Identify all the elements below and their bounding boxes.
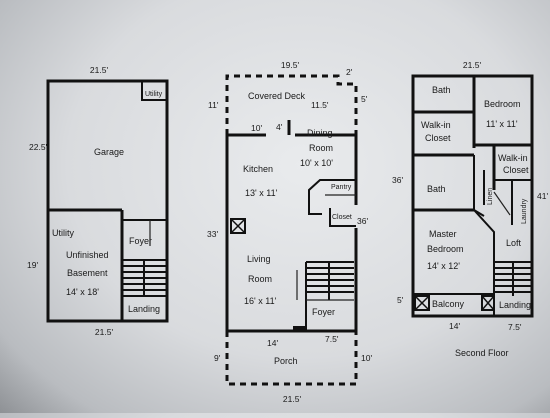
- room-living-size: 16' x 11': [244, 296, 277, 306]
- room-loft: Loft: [506, 238, 522, 248]
- dim-balcony-left: 5': [397, 295, 404, 305]
- dim-left: 36': [392, 175, 403, 185]
- room-master: Master: [429, 229, 457, 239]
- closet-wall: [329, 208, 356, 227]
- room-kitchen: Kitchen: [243, 164, 273, 174]
- room-dining: Dining: [307, 128, 333, 138]
- floor-caption: Second Floor: [455, 348, 509, 358]
- room-kitchen-size: 13' x 11': [245, 188, 278, 198]
- room-laundry: Laundry: [521, 198, 528, 224]
- bath-right-wall: [473, 155, 485, 217]
- balcony-post-right: [481, 295, 495, 311]
- dim-7-5: 7.5': [325, 334, 339, 344]
- balcony-post-left: [414, 295, 430, 311]
- upper-stairs: [494, 261, 532, 296]
- porch-outline: [225, 331, 358, 386]
- dim-right-top: 5': [361, 94, 368, 104]
- room-bedroom-size: 11' x 11': [486, 119, 518, 129]
- room-basement-size: 14' x 18': [66, 287, 99, 297]
- room-foyer: Foyer: [129, 236, 152, 246]
- room-closet2: Closet: [503, 165, 529, 175]
- dim-top: 19.5': [281, 60, 300, 70]
- dim-bottom: 21.5': [283, 394, 302, 404]
- dim-right: 41': [537, 191, 548, 201]
- room-landing: Landing: [499, 300, 531, 310]
- basement-level-plan: 21.5' 22.5' 19' 21.5' Utility Garage Uti…: [27, 65, 169, 337]
- room-master-bedroom: Bedroom: [427, 244, 464, 254]
- room-garage: Garage: [94, 147, 124, 157]
- room-master-size: 14' x 12': [427, 261, 460, 271]
- room-living: Living: [247, 254, 271, 264]
- room-walkin1: Walk-in: [421, 120, 451, 130]
- room-balcony: Balcony: [432, 299, 465, 309]
- front-door-threshold: [293, 326, 305, 332]
- dim-deck-right: 11.5': [311, 100, 329, 110]
- dim-top-right: 2': [346, 67, 353, 77]
- dim-7-5: 7.5': [508, 322, 522, 332]
- dim-14: 14': [449, 321, 460, 331]
- room-dining-room: Room: [309, 143, 333, 153]
- room-covered-deck: Covered Deck: [248, 91, 306, 101]
- room-closet: Closet: [332, 214, 352, 221]
- dim-left-mid: 33': [207, 229, 218, 239]
- room-bedroom: Bedroom: [484, 99, 521, 109]
- dim-top: 21.5': [463, 60, 482, 70]
- dim-bottom: 21.5': [95, 327, 114, 337]
- room-bath: Bath: [427, 184, 446, 194]
- room-utility-small: Utility: [145, 91, 163, 98]
- door-swing-linen: [493, 191, 511, 216]
- room-landing: Landing: [128, 304, 160, 314]
- room-walkin2: Walk-in: [498, 153, 528, 163]
- basement-stairs: [121, 259, 168, 297]
- main-level-plan: 19.5' 2' 11' 11.5' 5' 10' 4' 33' 36' 14'…: [207, 60, 372, 404]
- room-linen: Linen: [487, 188, 494, 205]
- room-unfinished: Unfinished: [66, 250, 109, 260]
- dim-right-mid: 36': [357, 216, 368, 226]
- room-closet1: Closet: [425, 133, 451, 143]
- room-dining-size: 10' x 10': [300, 158, 333, 168]
- dim-10: 10': [251, 123, 262, 133]
- main-stairs: [305, 261, 354, 300]
- basement-outer-wall: [46, 79, 169, 323]
- utility-closet-wall: [141, 81, 167, 101]
- dim-left: 22.5': [29, 142, 48, 152]
- master-diagonal-wall: [473, 209, 495, 260]
- main-outer-wall: [225, 135, 358, 333]
- second-floor-plan: 21.5' 36' 41' 5' 14' 7.5' Second Floor B…: [392, 60, 548, 358]
- room-bath-top: Bath: [432, 85, 451, 95]
- dim-porch-right: 10': [361, 353, 372, 363]
- dim-left-top: 11': [208, 100, 219, 110]
- room-foyer: Foyer: [312, 307, 335, 317]
- dim-porch-left: 9': [214, 353, 221, 363]
- room-basement: Basement: [67, 268, 108, 278]
- room-living-room: Room: [248, 274, 272, 284]
- room-porch: Porch: [274, 356, 298, 366]
- dim-top: 21.5': [90, 65, 109, 75]
- kitchen-chase: [230, 218, 246, 234]
- dim-4: 4': [276, 122, 283, 132]
- room-utility: Utility: [52, 228, 74, 238]
- dim-14: 14': [267, 338, 278, 348]
- pantry-wall: [308, 179, 356, 215]
- dim-left-low: 19': [27, 260, 38, 270]
- room-pantry: Pantry: [331, 184, 352, 191]
- covered-deck-outline: [225, 74, 358, 135]
